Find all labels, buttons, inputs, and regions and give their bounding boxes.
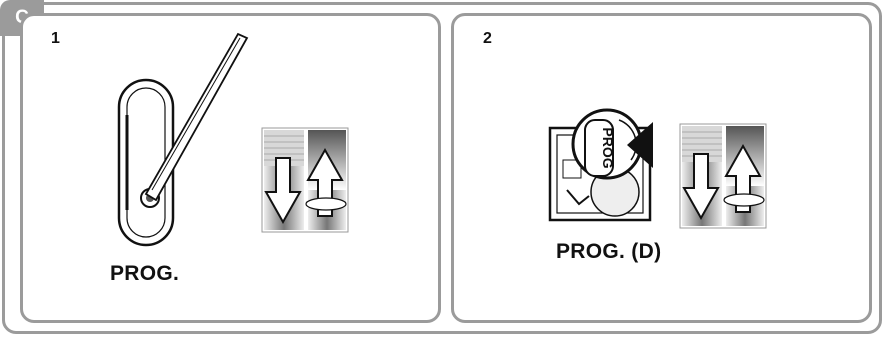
step-number-2: 2 bbox=[483, 30, 492, 47]
receiver-with-prog-button-illustration: PROG bbox=[548, 108, 653, 222]
step-1-caption: PROG. bbox=[110, 262, 180, 285]
step-number-1: 1 bbox=[51, 30, 60, 47]
shutter-up-down-icon-1 bbox=[261, 127, 349, 233]
prog-button-text: PROG bbox=[600, 127, 616, 168]
panel-step-2 bbox=[451, 13, 872, 323]
shutter-up-down-icon-2 bbox=[679, 123, 767, 229]
step-2-caption: PROG. (D) bbox=[556, 240, 662, 263]
remote-with-stylus-illustration bbox=[117, 32, 249, 247]
